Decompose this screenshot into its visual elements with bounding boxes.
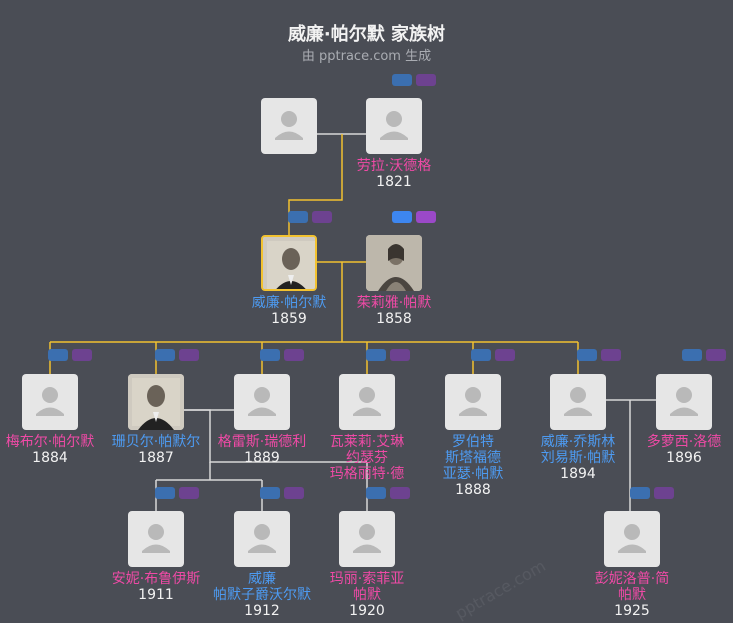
expand-female-relatives-button[interactable] xyxy=(390,487,410,499)
person-name[interactable]: 瓦莱莉·艾琳 约瑟芬 玛格丽特·德 xyxy=(329,434,405,482)
person-birth-year: 1821 xyxy=(376,174,412,190)
person-card-gm-laura[interactable] xyxy=(366,98,422,154)
expand-male-relatives-button[interactable] xyxy=(366,349,386,361)
person-silhouette-icon xyxy=(339,387,395,430)
person-card-penelope[interactable] xyxy=(604,511,660,567)
person-silhouette-icon xyxy=(656,387,712,430)
expand-female-relatives-button[interactable] xyxy=(416,211,436,223)
portrait-photo xyxy=(128,374,184,430)
expand-male-relatives-button[interactable] xyxy=(366,487,386,499)
person-birth-year: 1911 xyxy=(138,587,174,603)
expand-female-relatives-button[interactable] xyxy=(706,349,726,361)
person-name[interactable]: 安妮·布鲁伊斯 xyxy=(111,571,201,587)
expand-male-relatives-button[interactable] xyxy=(48,349,68,361)
expand-male-relatives-button[interactable] xyxy=(392,74,412,86)
expand-female-relatives-button[interactable] xyxy=(601,349,621,361)
page-title: 威廉·帕尔默 家族树 xyxy=(287,24,446,45)
person-birth-year: 1888 xyxy=(455,482,491,498)
person-silhouette-icon xyxy=(445,387,501,430)
person-birth-year: 1894 xyxy=(560,466,596,482)
person-card-annie[interactable] xyxy=(128,511,184,567)
person-silhouette-icon xyxy=(339,524,395,567)
person-name[interactable]: 劳拉·沃德格 xyxy=(356,158,432,174)
person-name[interactable]: 彭妮洛普·简 帕默 xyxy=(594,571,670,603)
expand-male-relatives-button[interactable] xyxy=(630,487,650,499)
person-birth-year: 1912 xyxy=(244,603,280,619)
person-name[interactable]: 梅布尔·帕尔默 xyxy=(5,434,95,450)
expand-male-relatives-button[interactable] xyxy=(260,487,280,499)
person-card-gp-unknown[interactable] xyxy=(261,98,317,154)
person-name[interactable]: 多萝西·洛德 xyxy=(646,434,722,450)
person-card-valerie[interactable] xyxy=(339,374,395,430)
person-birth-year: 1896 xyxy=(666,450,702,466)
portrait-photo xyxy=(366,235,422,291)
person-name[interactable]: 威廉·乔斯林 刘易斯·帕默 xyxy=(540,434,616,466)
expand-male-relatives-button[interactable] xyxy=(155,349,175,361)
expand-female-relatives-button[interactable] xyxy=(312,211,332,223)
person-card-william[interactable] xyxy=(261,235,317,291)
expand-male-relatives-button[interactable] xyxy=(392,211,412,223)
person-silhouette-icon xyxy=(234,524,290,567)
person-silhouette-icon xyxy=(604,524,660,567)
person-birth-year: 1858 xyxy=(376,311,412,327)
expand-male-relatives-button[interactable] xyxy=(471,349,491,361)
expand-female-relatives-button[interactable] xyxy=(284,349,304,361)
expand-male-relatives-button[interactable] xyxy=(260,349,280,361)
person-birth-year: 1920 xyxy=(349,603,385,619)
person-name[interactable]: 威廉·帕尔默 xyxy=(251,295,327,311)
person-name[interactable]: 格雷斯·瑞德利 xyxy=(217,434,307,450)
person-birth-year: 1889 xyxy=(244,450,280,466)
person-card-robert[interactable] xyxy=(445,374,501,430)
person-name[interactable]: 罗伯特 斯塔福德 亚瑟·帕默 xyxy=(442,434,504,482)
expand-female-relatives-button[interactable] xyxy=(284,487,304,499)
person-name[interactable]: 玛丽·索菲亚 帕默 xyxy=(329,571,405,603)
person-card-william-james[interactable] xyxy=(550,374,606,430)
portrait-photo xyxy=(263,237,315,289)
person-birth-year: 1925 xyxy=(614,603,650,619)
person-name[interactable]: 珊贝尔·帕默尔 xyxy=(111,434,201,450)
person-card-mary[interactable] xyxy=(339,511,395,567)
expand-female-relatives-button[interactable] xyxy=(179,349,199,361)
person-name[interactable]: 威廉 帕默子爵沃尔默 xyxy=(213,571,311,603)
person-card-gregory[interactable] xyxy=(234,374,290,430)
person-silhouette-icon xyxy=(234,387,290,430)
person-card-william-jr[interactable] xyxy=(234,511,290,567)
expand-female-relatives-button[interactable] xyxy=(495,349,515,361)
person-silhouette-icon xyxy=(366,111,422,154)
person-birth-year: 1884 xyxy=(32,450,68,466)
person-silhouette-icon xyxy=(22,387,78,430)
expand-female-relatives-button[interactable] xyxy=(179,487,199,499)
expand-female-relatives-button[interactable] xyxy=(390,349,410,361)
expand-male-relatives-button[interactable] xyxy=(155,487,175,499)
person-birth-year: 1887 xyxy=(138,450,174,466)
page-subtitle: 由 pptrace.com 生成 xyxy=(301,49,432,64)
person-card-julia[interactable] xyxy=(366,235,422,291)
expand-female-relatives-button[interactable] xyxy=(654,487,674,499)
person-card-sambell[interactable] xyxy=(128,374,184,430)
person-silhouette-icon xyxy=(261,111,317,154)
expand-female-relatives-button[interactable] xyxy=(72,349,92,361)
person-birth-year: 1859 xyxy=(271,311,307,327)
person-silhouette-icon xyxy=(550,387,606,430)
expand-male-relatives-button[interactable] xyxy=(577,349,597,361)
person-card-dorothy[interactable] xyxy=(656,374,712,430)
person-name[interactable]: 茱莉雅·帕默 xyxy=(356,295,432,311)
person-card-mabel[interactable] xyxy=(22,374,78,430)
person-silhouette-icon xyxy=(128,524,184,567)
expand-male-relatives-button[interactable] xyxy=(682,349,702,361)
expand-female-relatives-button[interactable] xyxy=(416,74,436,86)
expand-male-relatives-button[interactable] xyxy=(288,211,308,223)
